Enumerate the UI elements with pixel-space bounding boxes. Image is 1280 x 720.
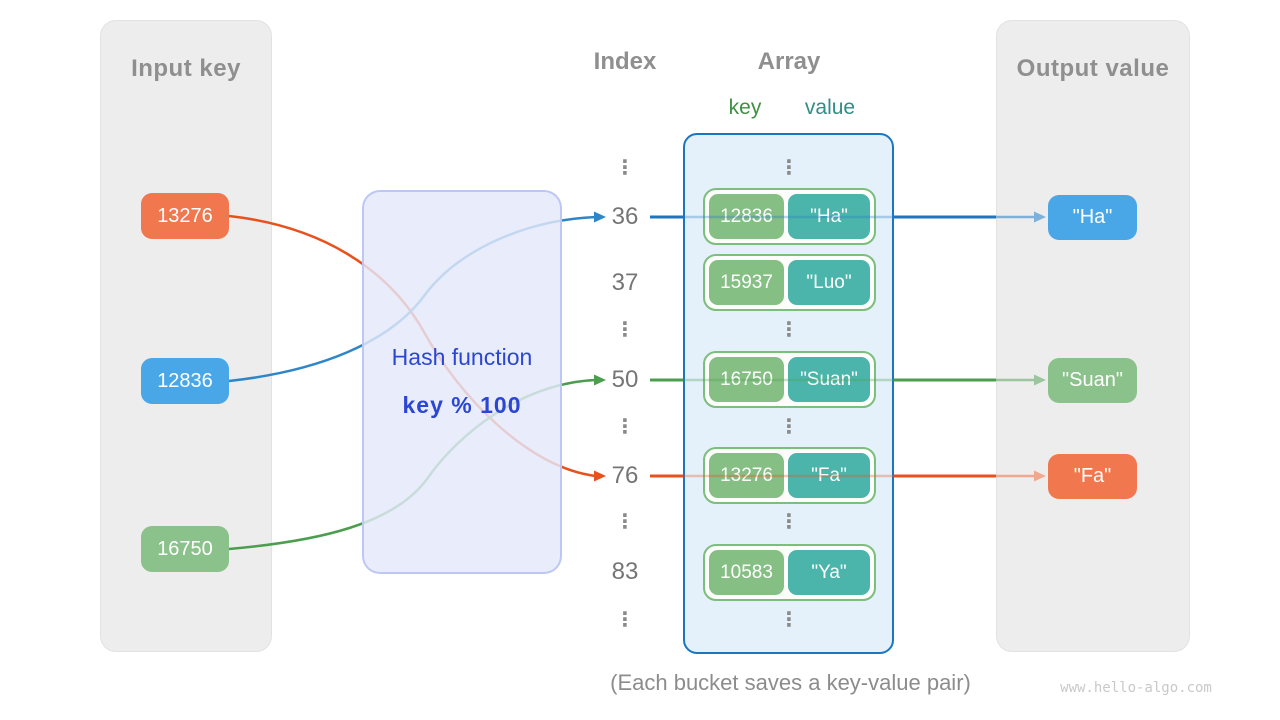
hash-formula: key % 100 <box>402 392 522 418</box>
output-value-suan: "Suan" <box>1048 358 1137 403</box>
value-subheader: value <box>804 96 856 119</box>
hash-function-label: Hash function <box>391 344 533 370</box>
array-ellipsis: ⋮ <box>779 157 799 179</box>
array-ellipsis: ⋮ <box>779 416 799 438</box>
bucket-50: 16750 "Suan" <box>703 351 876 408</box>
output-value-panel: Output value <box>996 20 1190 652</box>
bucket-key: 10583 <box>709 550 784 595</box>
array-ellipsis: ⋮ <box>779 511 799 533</box>
output-value-ha: "Ha" <box>1048 195 1137 240</box>
output-value-title: Output value <box>1016 55 1170 82</box>
array-header: Array <box>757 48 821 75</box>
index-76: 76 <box>611 462 639 489</box>
bucket-key: 12836 <box>709 194 784 239</box>
index-ellipsis: ⋮ <box>615 157 635 179</box>
array-ellipsis: ⋮ <box>779 319 799 341</box>
index-ellipsis: ⋮ <box>615 416 635 438</box>
bucket-value: "Ya" <box>788 550 870 595</box>
watermark: www.hello-algo.com <box>1060 680 1212 696</box>
bucket-key: 16750 <box>709 357 784 402</box>
index-50: 50 <box>611 366 639 393</box>
bucket-37: 15937 "Luo" <box>703 254 876 311</box>
index-ellipsis: ⋮ <box>615 319 635 341</box>
bucket-value: "Suan" <box>788 357 870 402</box>
input-key-16750: 16750 <box>141 526 229 572</box>
bucket-value: "Luo" <box>788 260 870 305</box>
bucket-value: "Fa" <box>788 453 870 498</box>
index-83: 83 <box>611 558 639 585</box>
input-key-13276: 13276 <box>141 193 229 239</box>
input-key-12836: 12836 <box>141 358 229 404</box>
output-value-fa: "Fa" <box>1048 454 1137 499</box>
bucket-key: 15937 <box>709 260 784 305</box>
bucket-value: "Ha" <box>788 194 870 239</box>
index-36: 36 <box>611 203 639 230</box>
index-ellipsis: ⋮ <box>615 511 635 533</box>
hash-function-box: Hash function key % 100 <box>362 190 562 574</box>
bucket-83: 10583 "Ya" <box>703 544 876 601</box>
bucket-76: 13276 "Fa" <box>703 447 876 504</box>
bucket-36: 12836 "Ha" <box>703 188 876 245</box>
key-subheader: key <box>728 96 762 119</box>
array-ellipsis: ⋮ <box>779 609 799 631</box>
index-ellipsis: ⋮ <box>615 609 635 631</box>
index-37: 37 <box>611 269 639 296</box>
input-key-title: Input key <box>131 55 241 82</box>
diagram-caption: (Each bucket saves a key-value pair) <box>610 670 971 695</box>
bucket-key: 13276 <box>709 453 784 498</box>
index-header: Index <box>593 48 657 75</box>
